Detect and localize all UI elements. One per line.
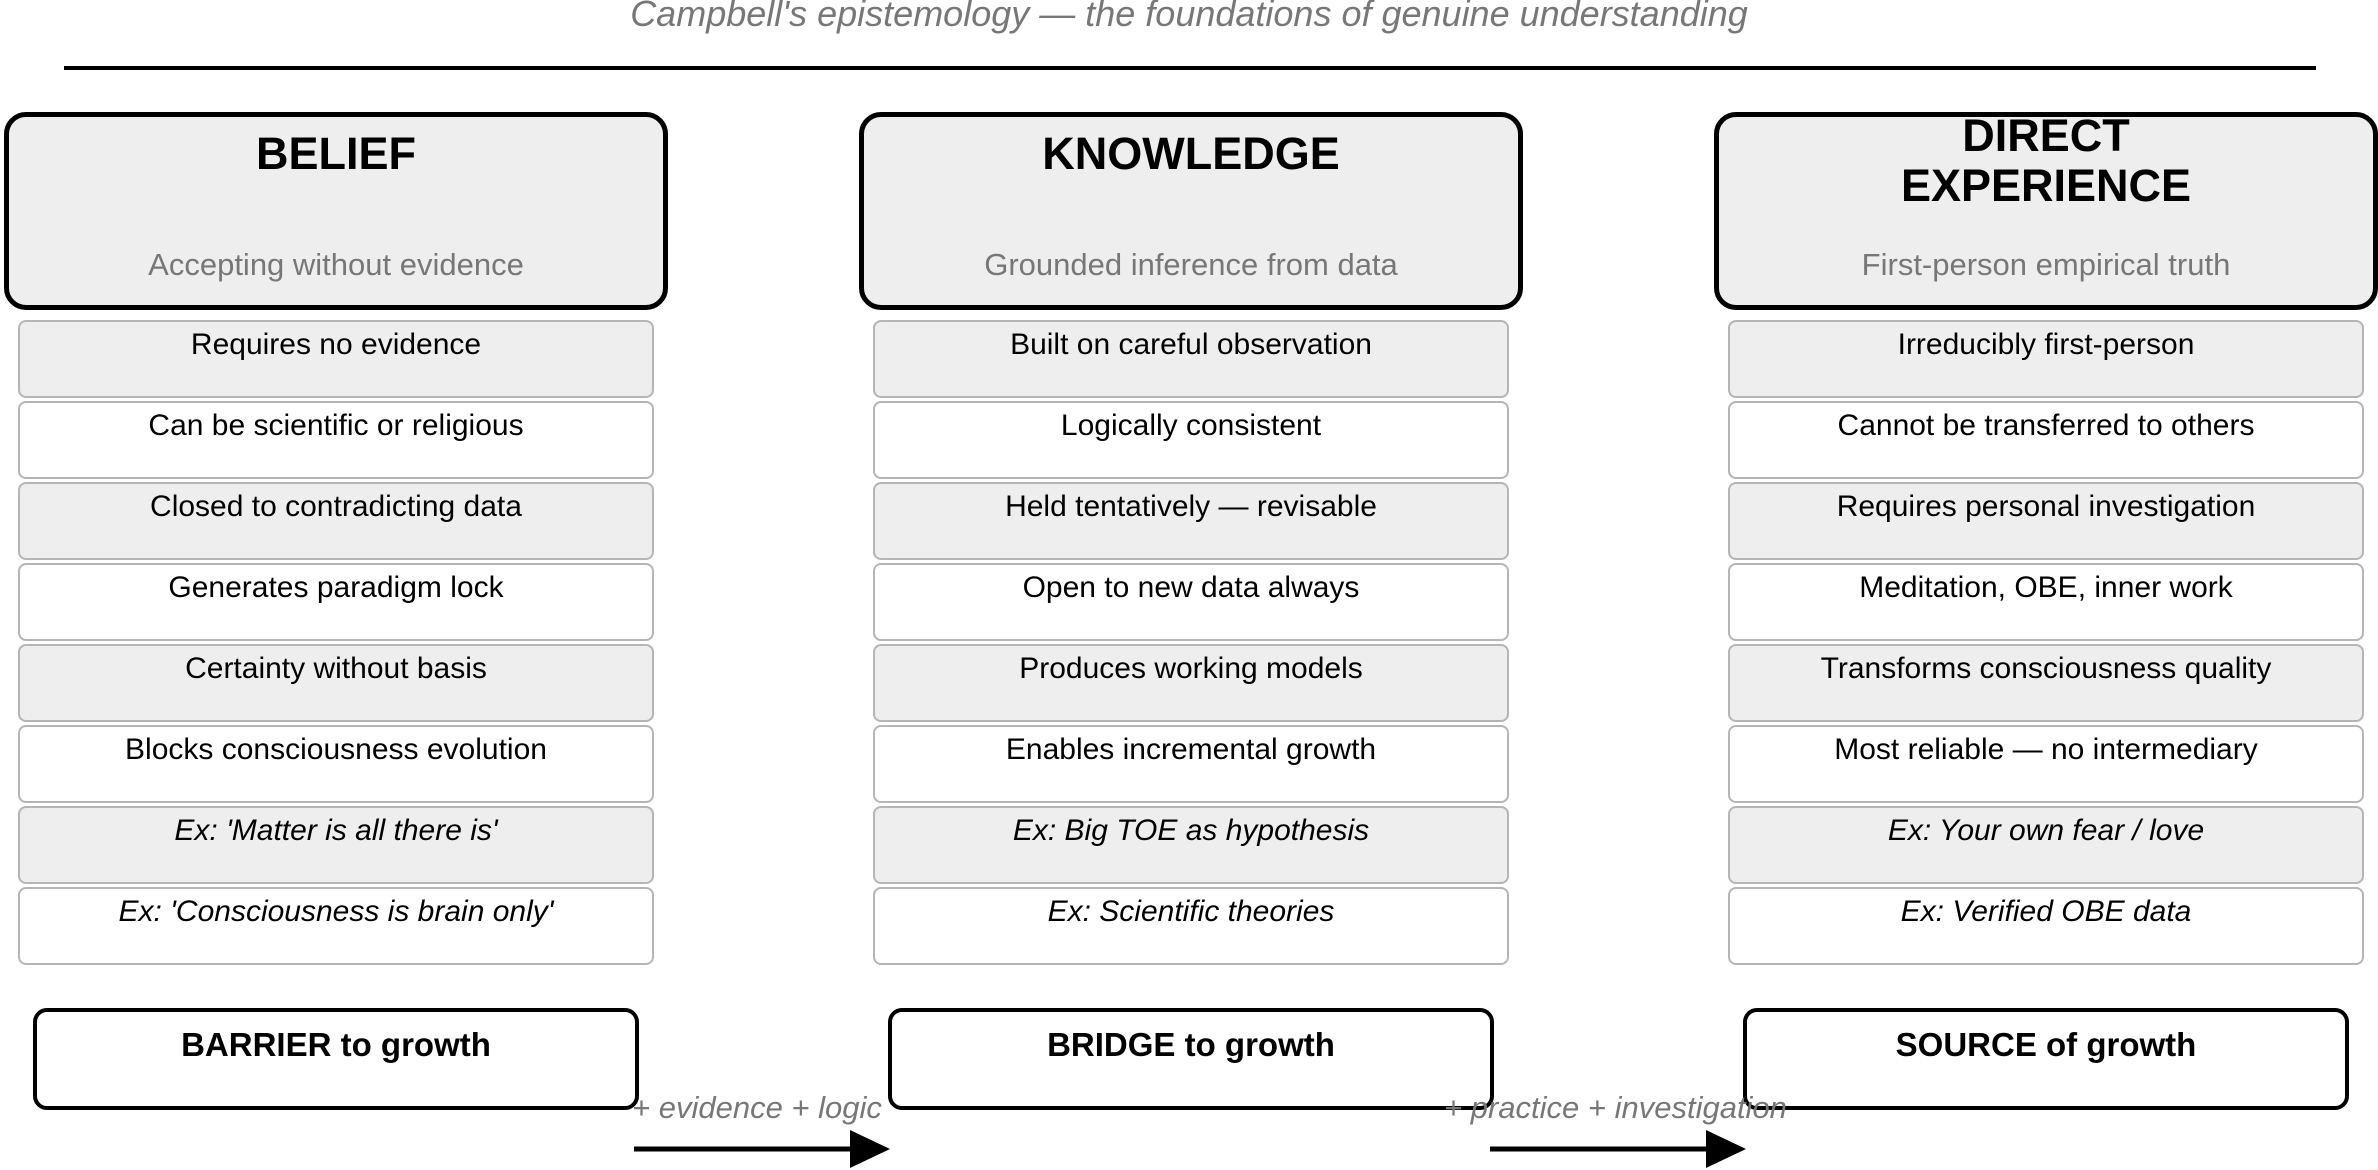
property-row: Certainty without basis [18, 644, 654, 722]
property-row: Held tentatively — revisable [873, 482, 1509, 560]
column-header: BELIEF Accepting without evidence [4, 112, 668, 310]
right-arrow-icon [634, 1130, 890, 1168]
property-row: Open to new data always [873, 563, 1509, 641]
title-divider [64, 66, 2316, 70]
property-row: Irreducibly first-person [1728, 320, 2364, 398]
property-list: Built on careful observation Logically c… [873, 320, 1509, 968]
column-title: KNOWLEDGE [1042, 128, 1340, 179]
transition-label: + evidence + logic [632, 1090, 882, 1125]
property-row: Logically consistent [873, 401, 1509, 479]
property-row: Produces working models [873, 644, 1509, 722]
column-title: DIRECT EXPERIENCE [1900, 110, 2192, 211]
transition-arrow-knowledge-to-experience: + practice + investigation [1444, 1090, 1787, 1170]
property-row: Requires personal investigation [1728, 482, 2364, 560]
property-row: Transforms consciousness quality [1728, 644, 2364, 722]
transition-arrow-belief-to-knowledge: + evidence + logic [632, 1090, 892, 1170]
growth-role-box: SOURCE of growth [1743, 1008, 2349, 1110]
example-row: Ex: 'Matter is all there is' [18, 806, 654, 884]
transition-label: + practice + investigation [1444, 1090, 1787, 1125]
growth-role-box: BARRIER to growth [33, 1008, 639, 1110]
property-row: Enables incremental growth [873, 725, 1509, 803]
example-row: Ex: Verified OBE data [1728, 887, 2364, 965]
column-description: First-person empirical truth [1861, 247, 2231, 282]
property-row: Meditation, OBE, inner work [1728, 563, 2364, 641]
growth-role-box: BRIDGE to growth [888, 1008, 1494, 1110]
property-row: Requires no evidence [18, 320, 654, 398]
example-row: Ex: Your own fear / love [1728, 806, 2364, 884]
property-row: Cannot be transferred to others [1728, 401, 2364, 479]
property-row: Most reliable — no intermediary [1728, 725, 2364, 803]
example-row: Ex: Big TOE as hypothesis [873, 806, 1509, 884]
property-row: Can be scientific or religious [18, 401, 654, 479]
example-row: Ex: Scientific theories [873, 887, 1509, 965]
column-header: DIRECT EXPERIENCE First-person empirical… [1714, 110, 2378, 310]
column-description: Accepting without evidence [148, 247, 524, 282]
right-arrow-icon [1490, 1130, 1746, 1168]
diagram-subtitle: Campbell's epistemology — the foundation… [630, 0, 1748, 34]
column-header: KNOWLEDGE Grounded inference from data [859, 112, 1523, 310]
property-list: Requires no evidence Can be scientific o… [18, 320, 654, 968]
property-row: Blocks consciousness evolution [18, 725, 654, 803]
property-list: Irreducibly first-person Cannot be trans… [1728, 320, 2364, 968]
property-row: Built on careful observation [873, 320, 1509, 398]
column-description: Grounded inference from data [984, 247, 1398, 282]
property-row: Generates paradigm lock [18, 563, 654, 641]
example-row: Ex: 'Consciousness is brain only' [18, 887, 654, 965]
property-row: Closed to contradicting data [18, 482, 654, 560]
column-title: BELIEF [255, 128, 416, 179]
